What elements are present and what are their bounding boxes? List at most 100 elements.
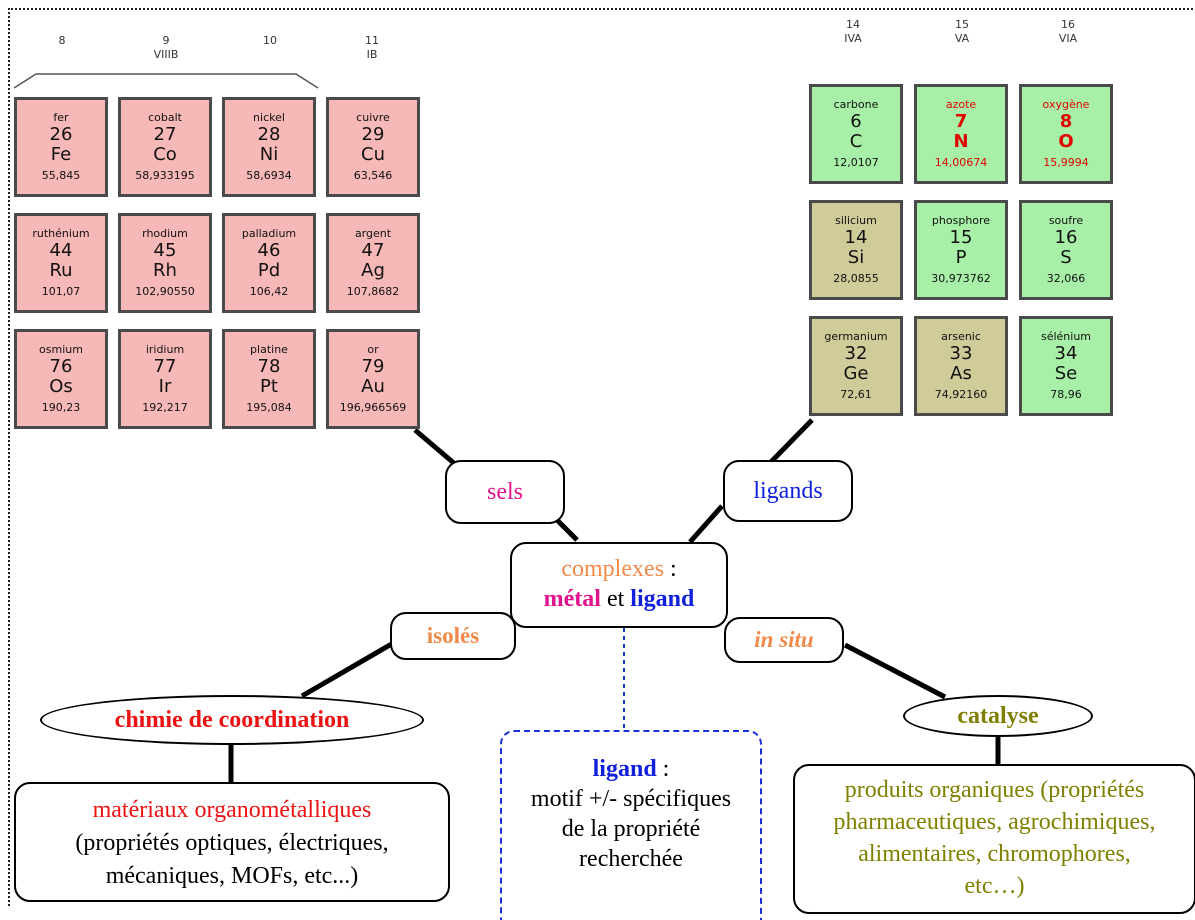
group-number: 10 <box>263 34 277 47</box>
group-number: 14 <box>846 18 860 31</box>
element-number: 34 <box>1054 343 1078 364</box>
element-symbol: Ru <box>49 260 73 281</box>
element-number: 32 <box>844 343 868 364</box>
element-mass: 107,8682 <box>346 285 400 298</box>
materials-line2: (propriétés optiques, électriques, <box>75 830 389 856</box>
element-name: nickel <box>253 111 285 124</box>
catalyse-label: catalyse <box>957 703 1039 729</box>
element-mass: 63,546 <box>353 169 393 182</box>
ligand-def-line3: de la propriété <box>561 816 701 842</box>
element-symbol: Pt <box>260 376 278 397</box>
element-symbol: Si <box>847 247 865 268</box>
element-name: palladium <box>241 227 297 240</box>
element-number: 8 <box>1059 111 1073 132</box>
element-mass: 196,966569 <box>339 401 407 414</box>
group-label: IB <box>366 48 378 61</box>
element-symbol: Cu <box>361 144 385 165</box>
group-label: VIIIB <box>153 48 179 61</box>
group-number: 9 <box>162 34 170 47</box>
coordination-ellipse: chimie de coordination <box>40 695 424 745</box>
element-name: fer <box>53 111 69 124</box>
element-symbol: N <box>953 131 969 152</box>
group-label <box>240 48 300 62</box>
complexes-node: complexes : métal et ligand <box>510 542 728 628</box>
element-symbol: Os <box>49 376 73 397</box>
element-mass: 190,23 <box>41 401 81 414</box>
element-name: or <box>367 343 379 356</box>
element-mass: 101,07 <box>41 285 81 298</box>
materials-line3: mécaniques, MOFs, etc...) <box>105 863 359 889</box>
element-mass: 72,61 <box>840 388 872 401</box>
element-number: 33 <box>949 343 973 364</box>
line-insitu-catalyse <box>843 642 947 700</box>
dotted-frame <box>8 8 1193 906</box>
element-number: 79 <box>361 356 385 377</box>
group-header: 10 <box>240 34 300 62</box>
group-number: 15 <box>955 18 969 31</box>
in-situ-label: in situ <box>754 627 814 652</box>
group-header: 8 <box>32 34 92 62</box>
ligand-def-word: ligand <box>592 756 657 782</box>
element-name: phosphore <box>931 214 991 227</box>
element-symbol: Rh <box>153 260 177 281</box>
element-number: 44 <box>49 240 73 261</box>
isoles-node: isolés <box>390 612 516 660</box>
group-number: 11 <box>365 34 379 47</box>
products-line2: pharmaceutiques, agrochimiques, <box>833 809 1156 835</box>
element-symbol: Ge <box>843 363 869 384</box>
element-mass: 195,084 <box>246 401 292 414</box>
metal-label: métal <box>543 586 601 612</box>
element-symbol: Au <box>361 376 385 397</box>
element-mass: 106,42 <box>249 285 289 298</box>
element-number: 76 <box>49 356 73 377</box>
group-label <box>32 48 92 62</box>
in-situ-node: in situ <box>724 617 844 663</box>
element-symbol: As <box>950 363 972 384</box>
line-ligands-center <box>688 504 724 544</box>
element-symbol: Pd <box>257 260 281 281</box>
element-name: cobalt <box>148 111 182 124</box>
element-name: ruthénium <box>32 227 90 240</box>
element-mass: 58,933195 <box>135 169 195 182</box>
materials-title: matériaux organométalliques <box>92 797 372 823</box>
ligands-node: ligands <box>723 460 853 522</box>
element-number: 45 <box>153 240 177 261</box>
group-label: VIA <box>1058 32 1078 45</box>
element-symbol: O <box>1058 131 1074 152</box>
ligands-label: ligands <box>753 478 823 504</box>
element-mass: 74,92160 <box>934 388 988 401</box>
coordination-label: chimie de coordination <box>114 707 350 733</box>
ligand-definition-box: ligand : motif +/- spécifiques de la pro… <box>500 730 762 920</box>
element-symbol: Ir <box>158 376 172 397</box>
group-number: 16 <box>1061 18 1075 31</box>
element-symbol: Se <box>1054 363 1078 384</box>
element-name: cuivre <box>356 111 390 124</box>
element-number: 14 <box>844 227 868 248</box>
element-name: silicium <box>835 214 877 227</box>
element-name: osmium <box>39 343 83 356</box>
element-name: iridium <box>145 343 185 356</box>
element-name: carbone <box>833 98 879 111</box>
